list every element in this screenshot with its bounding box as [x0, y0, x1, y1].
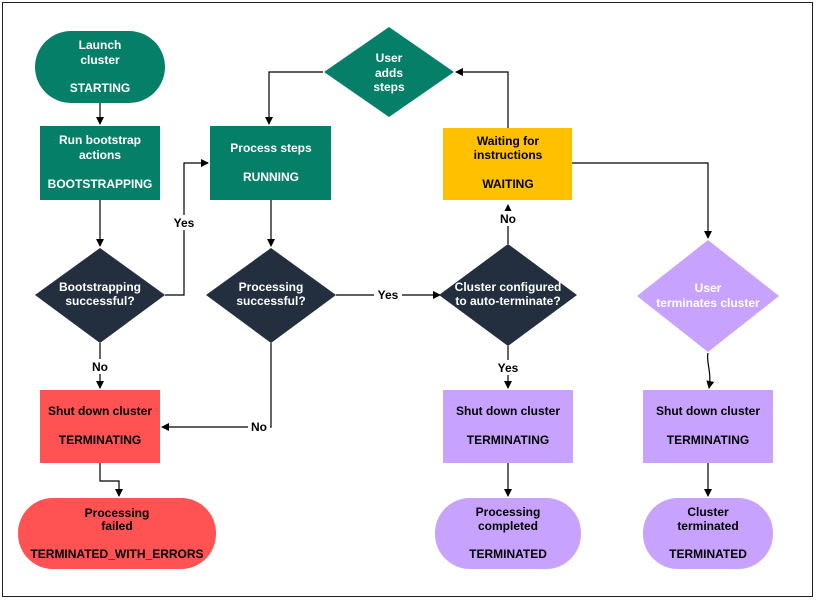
node-state: TERMINATING [667, 433, 749, 447]
edge-shutdown-to-failed [99, 463, 123, 497]
action-label: adds [375, 66, 403, 80]
edge-label-bg [497, 211, 519, 226]
node-cluster-terminated: Cluster terminated TERMINATED [643, 498, 773, 569]
decision-label: Cluster configured [455, 280, 562, 294]
node-processing-completed: Processing completed TERMINATED [435, 498, 581, 569]
edge-label-bg [494, 360, 522, 375]
node-label: actions [79, 148, 121, 162]
edge-label-no-process: No [251, 420, 267, 434]
node-shape [210, 126, 331, 200]
node-label: Processing [85, 506, 150, 520]
node-process-steps: Process steps RUNNING [210, 126, 331, 200]
node-processing-failed: Processing failed TERMINATED_WITH_ERRORS [18, 498, 216, 569]
edge-waiting-to-useradds [455, 68, 509, 128]
node-shape [643, 390, 773, 463]
edge-labels: Yes No Yes No No Yes [89, 211, 522, 434]
decision-shape [35, 248, 165, 343]
edge-label-bg [171, 215, 197, 230]
edge-waiting-to-userterm [572, 162, 712, 239]
edge-process-no [161, 343, 272, 431]
node-label: Shut down cluster [48, 404, 152, 418]
decision-shape [206, 248, 336, 343]
decision-label: to auto-terminate? [455, 294, 560, 308]
edge-label-no-bootstrap: No [92, 360, 108, 374]
node-label: cluster [80, 53, 120, 67]
node-label: Waiting for [477, 134, 540, 148]
node-shape [435, 498, 581, 569]
edge-useradds-to-process [265, 71, 323, 125]
node-state: TERMINATING [59, 433, 141, 447]
edge-label-bg [89, 359, 111, 374]
edge-label-bg [374, 287, 402, 302]
action-shape [637, 240, 779, 352]
node-label: terminated [677, 519, 738, 533]
node-state: STARTING [70, 81, 130, 95]
node-state: TERMINATED_WITH_ERRORS [30, 547, 203, 561]
node-state: BOOTSTRAPPING [48, 177, 153, 191]
action-shape [324, 27, 454, 117]
edge-label-yes-bootstrap: Yes [174, 216, 195, 230]
node-shape [18, 498, 216, 569]
node-label: completed [478, 519, 538, 533]
connectors [96, 68, 715, 497]
node-label: Launch [79, 38, 122, 52]
action-label: User [376, 51, 403, 65]
edge-label-yes-auto: Yes [498, 361, 519, 375]
decision-label: successful? [65, 294, 134, 308]
decision-shape [439, 244, 577, 346]
node-label: Run bootstrap [59, 133, 141, 147]
node-run-bootstrap-actions: Run bootstrap actions BOOTSTRAPPING [40, 126, 160, 200]
node-label: Cluster [687, 505, 729, 519]
decision-bootstrapping-successful: Bootstrapping successful? [35, 248, 165, 343]
node-label: Shut down cluster [656, 404, 760, 418]
action-user-adds-steps: User adds steps [324, 27, 454, 117]
node-shape [443, 128, 572, 200]
edge-label-no-auto: No [500, 212, 516, 226]
decision-processing-successful: Processing successful? [206, 248, 336, 343]
node-label: Shut down cluster [456, 404, 560, 418]
node-launch-cluster: Launch cluster STARTING [35, 31, 165, 103]
edge-label-bg [248, 419, 270, 434]
node-label: Process steps [230, 141, 312, 155]
node-waiting-for-instructions: Waiting for instructions WAITING [443, 128, 572, 200]
node-shutdown-cluster-failure: Shut down cluster TERMINATING [40, 390, 160, 463]
node-shutdown-cluster-completed: Shut down cluster TERMINATING [443, 390, 573, 463]
decision-label: successful? [236, 294, 305, 308]
node-label: failed [101, 519, 132, 533]
node-state: TERMINATING [467, 433, 549, 447]
node-state: WAITING [482, 177, 533, 191]
node-shutdown-cluster-user: Shut down cluster TERMINATING [643, 390, 773, 463]
edge-label-yes-process: Yes [378, 288, 399, 302]
decision-label: Processing [239, 280, 304, 294]
edge-userterm-to-shutdown [706, 352, 715, 389]
node-label: Processing [476, 505, 541, 519]
node-label: instructions [474, 148, 543, 162]
node-state: RUNNING [243, 170, 299, 184]
action-user-terminates-cluster: User terminates cluster [637, 240, 779, 352]
action-label: steps [373, 80, 405, 94]
node-shape [40, 390, 160, 463]
node-shape [40, 126, 160, 200]
decision-auto-terminate: Cluster configured to auto-terminate? [439, 244, 577, 346]
action-label: User [695, 281, 722, 295]
node-shape [643, 498, 773, 569]
node-state: TERMINATED [469, 547, 547, 561]
node-shape [35, 31, 165, 103]
action-label: terminates cluster [656, 296, 760, 310]
node-state: TERMINATED [669, 547, 747, 561]
node-shape [443, 390, 573, 463]
decision-label: Bootstrapping [59, 280, 141, 294]
